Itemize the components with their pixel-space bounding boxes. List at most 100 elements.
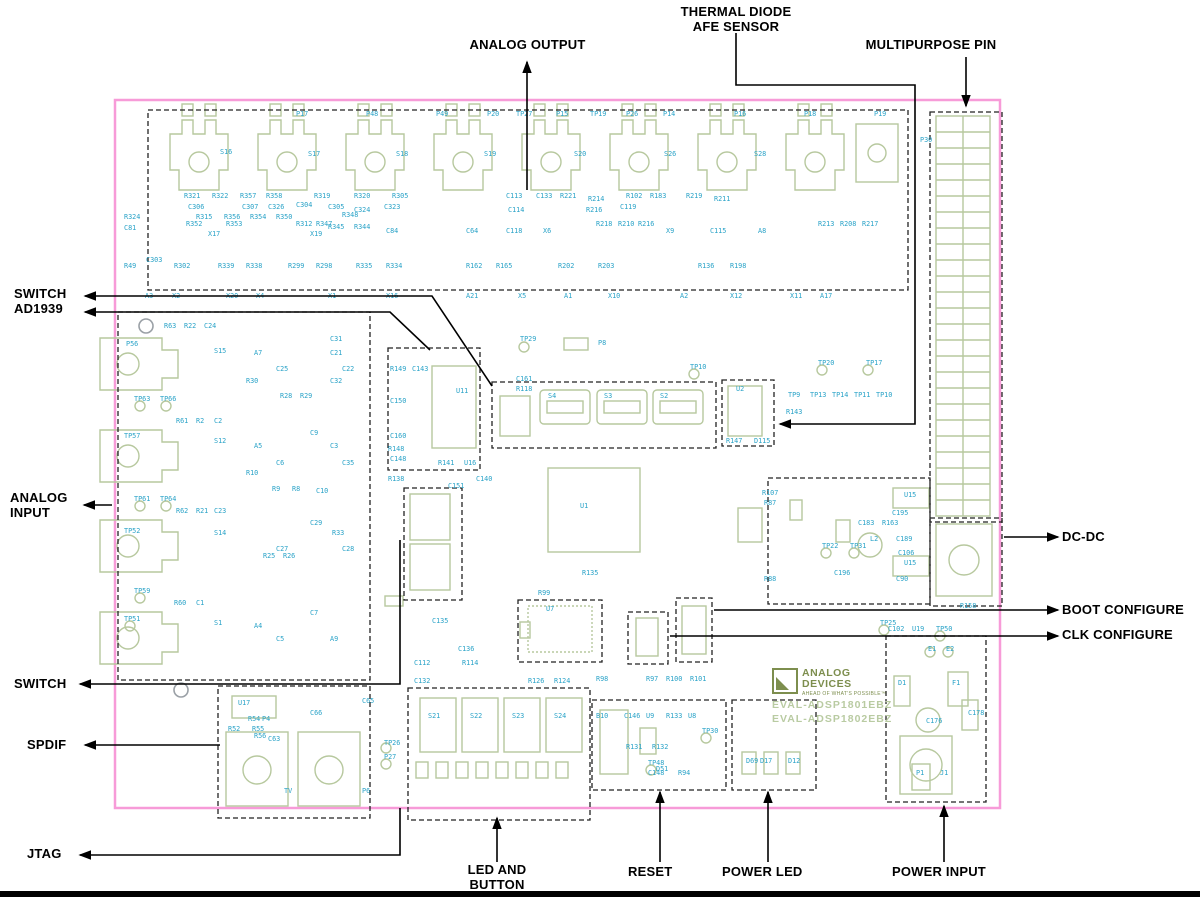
slide-switch: [652, 389, 704, 425]
slide-switch-lever: [546, 400, 584, 414]
callout-spdif: SPDIF: [27, 737, 67, 752]
small-jack: [855, 123, 899, 183]
designator: R358: [266, 192, 282, 200]
callout-line-ad1939: [83, 307, 431, 351]
designator: C112: [414, 659, 430, 667]
designator: R28: [280, 392, 292, 400]
brand-block: ANALOG DEVICES AHEAD OF WHAT'S POSSIBLE™…: [772, 668, 892, 725]
designator: R52: [228, 725, 240, 733]
designator: TP64: [160, 495, 176, 503]
slide-switch-lever: [603, 400, 641, 414]
designator: S18: [396, 150, 408, 158]
designator: D12: [788, 757, 800, 765]
jack-barrel: [364, 151, 386, 173]
designator: P4: [262, 715, 270, 723]
component-outline: [124, 620, 136, 632]
jack-barrel: [540, 151, 562, 173]
designator: R348: [342, 211, 358, 219]
component-outline: [134, 592, 146, 604]
jack-barrel: [452, 151, 474, 173]
designator: R49: [124, 262, 136, 270]
designator: C90: [896, 575, 908, 583]
designator: C119: [620, 203, 636, 211]
designator: TP29: [520, 335, 536, 343]
callout-clk-configure: CLK CONFIGURE: [1062, 627, 1173, 642]
designator: TP13: [810, 391, 826, 399]
designator: R321: [184, 192, 200, 200]
designator: C118: [506, 227, 522, 235]
designator: R26: [283, 552, 295, 560]
component-outline: [947, 671, 969, 707]
designator: R198: [730, 262, 746, 270]
designator: R98: [596, 675, 608, 683]
designator: P30: [920, 136, 932, 144]
designator: R147: [726, 437, 742, 445]
designator: R56: [254, 732, 266, 740]
designator: R97: [646, 675, 658, 683]
designator: S2: [660, 392, 668, 400]
analog-output-region: [147, 109, 909, 291]
designator: C106: [898, 549, 914, 557]
component-outline: [380, 758, 392, 770]
component-outline: [961, 699, 979, 731]
designator: R114: [462, 659, 478, 667]
designator: R354: [250, 213, 266, 221]
jack-barrel: [188, 151, 210, 173]
designator: C114: [508, 206, 524, 214]
designator: R60: [174, 599, 186, 607]
designator: X19: [310, 230, 322, 238]
designator: R54: [248, 715, 260, 723]
designator: R344: [354, 223, 370, 231]
component-outline: [820, 547, 832, 559]
designator: E2: [946, 645, 954, 653]
designator: R298: [316, 262, 332, 270]
designator: C23: [214, 507, 226, 515]
designator: R302: [174, 262, 190, 270]
callout-multipurpose-pin: MULTIPURPOSE PIN: [865, 37, 997, 52]
callout-jtag: JTAG: [27, 846, 62, 861]
callout-analog-output: ANALOG OUTPUT: [469, 37, 586, 52]
designator: C102: [888, 625, 904, 633]
designator: R133: [666, 712, 682, 720]
designator: C1: [196, 599, 204, 607]
designator: R62: [176, 507, 188, 515]
designator: U17: [238, 699, 250, 707]
designator: S23: [512, 712, 524, 720]
designator: C148: [390, 455, 406, 463]
designator: C29: [310, 519, 322, 527]
designator: S14: [214, 529, 226, 537]
designator: R124: [554, 677, 570, 685]
component-outline: [848, 547, 860, 559]
designator: P15: [556, 110, 568, 118]
designator: R213: [818, 220, 834, 228]
designator: X9: [666, 227, 674, 235]
callout-power-led: POWER LED: [722, 864, 803, 879]
designator: C160: [390, 432, 406, 440]
component-outline: [688, 368, 700, 380]
component-outline: [231, 695, 277, 719]
designator: TP50: [936, 625, 952, 633]
designator: TP27: [516, 110, 532, 118]
component-outline: [134, 500, 146, 512]
component-outline: [160, 400, 172, 412]
designator: L2: [870, 535, 878, 543]
designator: R165: [496, 262, 512, 270]
designator: R141: [438, 459, 454, 467]
jack-barrel: [116, 444, 140, 468]
designator: C64: [466, 227, 478, 235]
designator: C113: [506, 192, 522, 200]
component-outline: [431, 365, 477, 449]
reset-region: [591, 699, 727, 791]
mounting-hole: [138, 318, 154, 334]
designator: TP14: [832, 391, 848, 399]
component-outline: [535, 761, 549, 779]
designator: R221: [560, 192, 576, 200]
designator: C3: [330, 442, 338, 450]
designator: TP10: [876, 391, 892, 399]
designator: S4: [548, 392, 556, 400]
component-outline: [461, 697, 499, 753]
designator: R138: [388, 475, 404, 483]
designator: P16: [734, 110, 746, 118]
designator: R131: [626, 743, 642, 751]
designator: TP9: [788, 391, 800, 399]
